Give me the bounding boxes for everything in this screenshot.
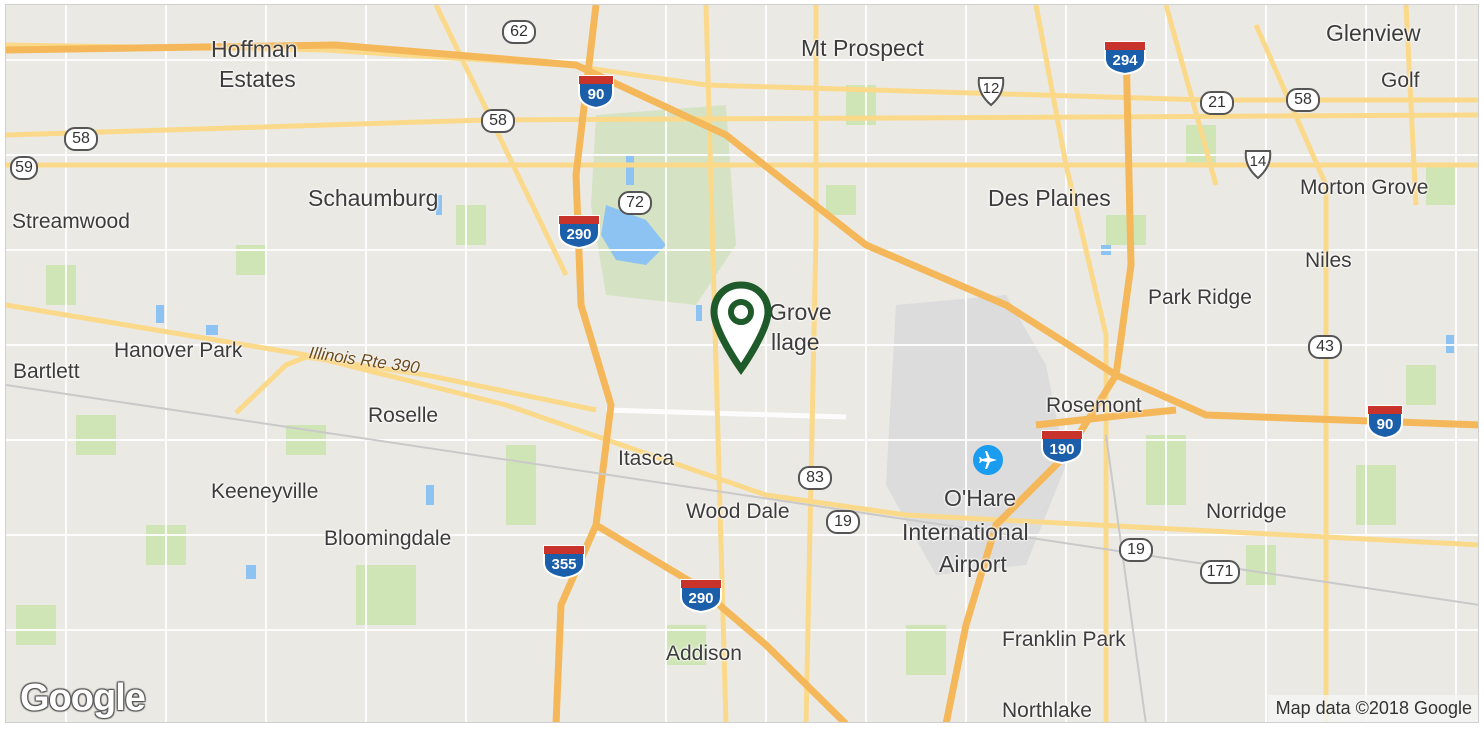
place-label[interactable]: Streamwood [12,210,130,233]
state-route-shield: 19 [826,510,860,534]
place-label[interactable]: Addison [666,642,742,665]
place-label[interactable]: Morton Grove [1300,176,1429,199]
place-label[interactable]: Glenview [1326,20,1421,46]
place-label[interactable]: Bloomingdale [324,527,452,550]
place-label[interactable]: International [902,519,1029,545]
state-route-shield: 43 [1308,335,1342,359]
map-base-layer [6,5,1478,722]
state-route-shield: 58 [481,109,515,133]
us-route-shield: 14 [1243,148,1273,180]
interstate-shield: 290 [556,213,600,250]
place-label[interactable]: Park Ridge [1148,286,1252,309]
state-route-shield: 21 [1200,91,1234,115]
interstate-shield: 190 [1039,428,1083,465]
interstate-shield: 290 [678,577,722,614]
place-label[interactable]: Des Plaines [988,185,1111,211]
airport-icon[interactable] [973,445,1003,475]
location-pin-icon[interactable] [709,281,773,377]
place-label[interactable]: Hanover Park [114,339,243,362]
place-label[interactable]: O'Hare [944,485,1017,511]
place-label[interactable]: Schaumburg [308,185,439,211]
map-attribution: Map data ©2018 Google [1267,695,1478,722]
google-logo[interactable]: Google [20,677,146,719]
interstate-shield: 90 [576,73,616,110]
place-label[interactable]: Itasca [618,447,675,470]
place-label[interactable]: Golf [1381,69,1420,92]
state-route-shield: 62 [502,20,536,44]
place-label[interactable]: Mt Prospect [801,35,924,61]
place-label[interactable]: Grove [769,299,832,325]
interstate-shield: 355 [541,543,585,580]
place-label[interactable]: Bartlett [13,360,80,383]
state-route-shield: 72 [618,191,652,215]
interstate-shield: 90 [1365,403,1405,440]
place-label[interactable]: Northlake [1002,699,1092,722]
place-label[interactable]: Hoffman [211,36,298,62]
interstate-shield: 294 [1102,39,1146,76]
state-route-shield: 19 [1119,538,1153,562]
map-view[interactable]: 90 290 294 355 290 190 90 12 14 62 58 59… [5,4,1479,723]
place-label[interactable]: Keeneyville [211,480,319,503]
state-route-shield: 58 [64,127,98,151]
state-route-shield: 83 [798,466,832,490]
us-route-shield: 12 [976,75,1006,107]
place-label[interactable]: Franklin Park [1002,628,1126,651]
place-label[interactable]: llage [771,329,820,355]
state-route-shield: 59 [10,156,38,180]
place-label[interactable]: Roselle [368,404,439,427]
place-label[interactable]: Rosemont [1046,394,1142,417]
place-label[interactable]: Airport [939,551,1007,577]
state-route-shield: 171 [1200,560,1240,584]
state-route-shield: 58 [1286,88,1320,112]
place-label[interactable]: Wood Dale [686,500,790,523]
place-label[interactable]: Norridge [1206,500,1287,523]
place-label[interactable]: Niles [1305,249,1352,272]
place-label[interactable]: Estates [219,66,296,92]
